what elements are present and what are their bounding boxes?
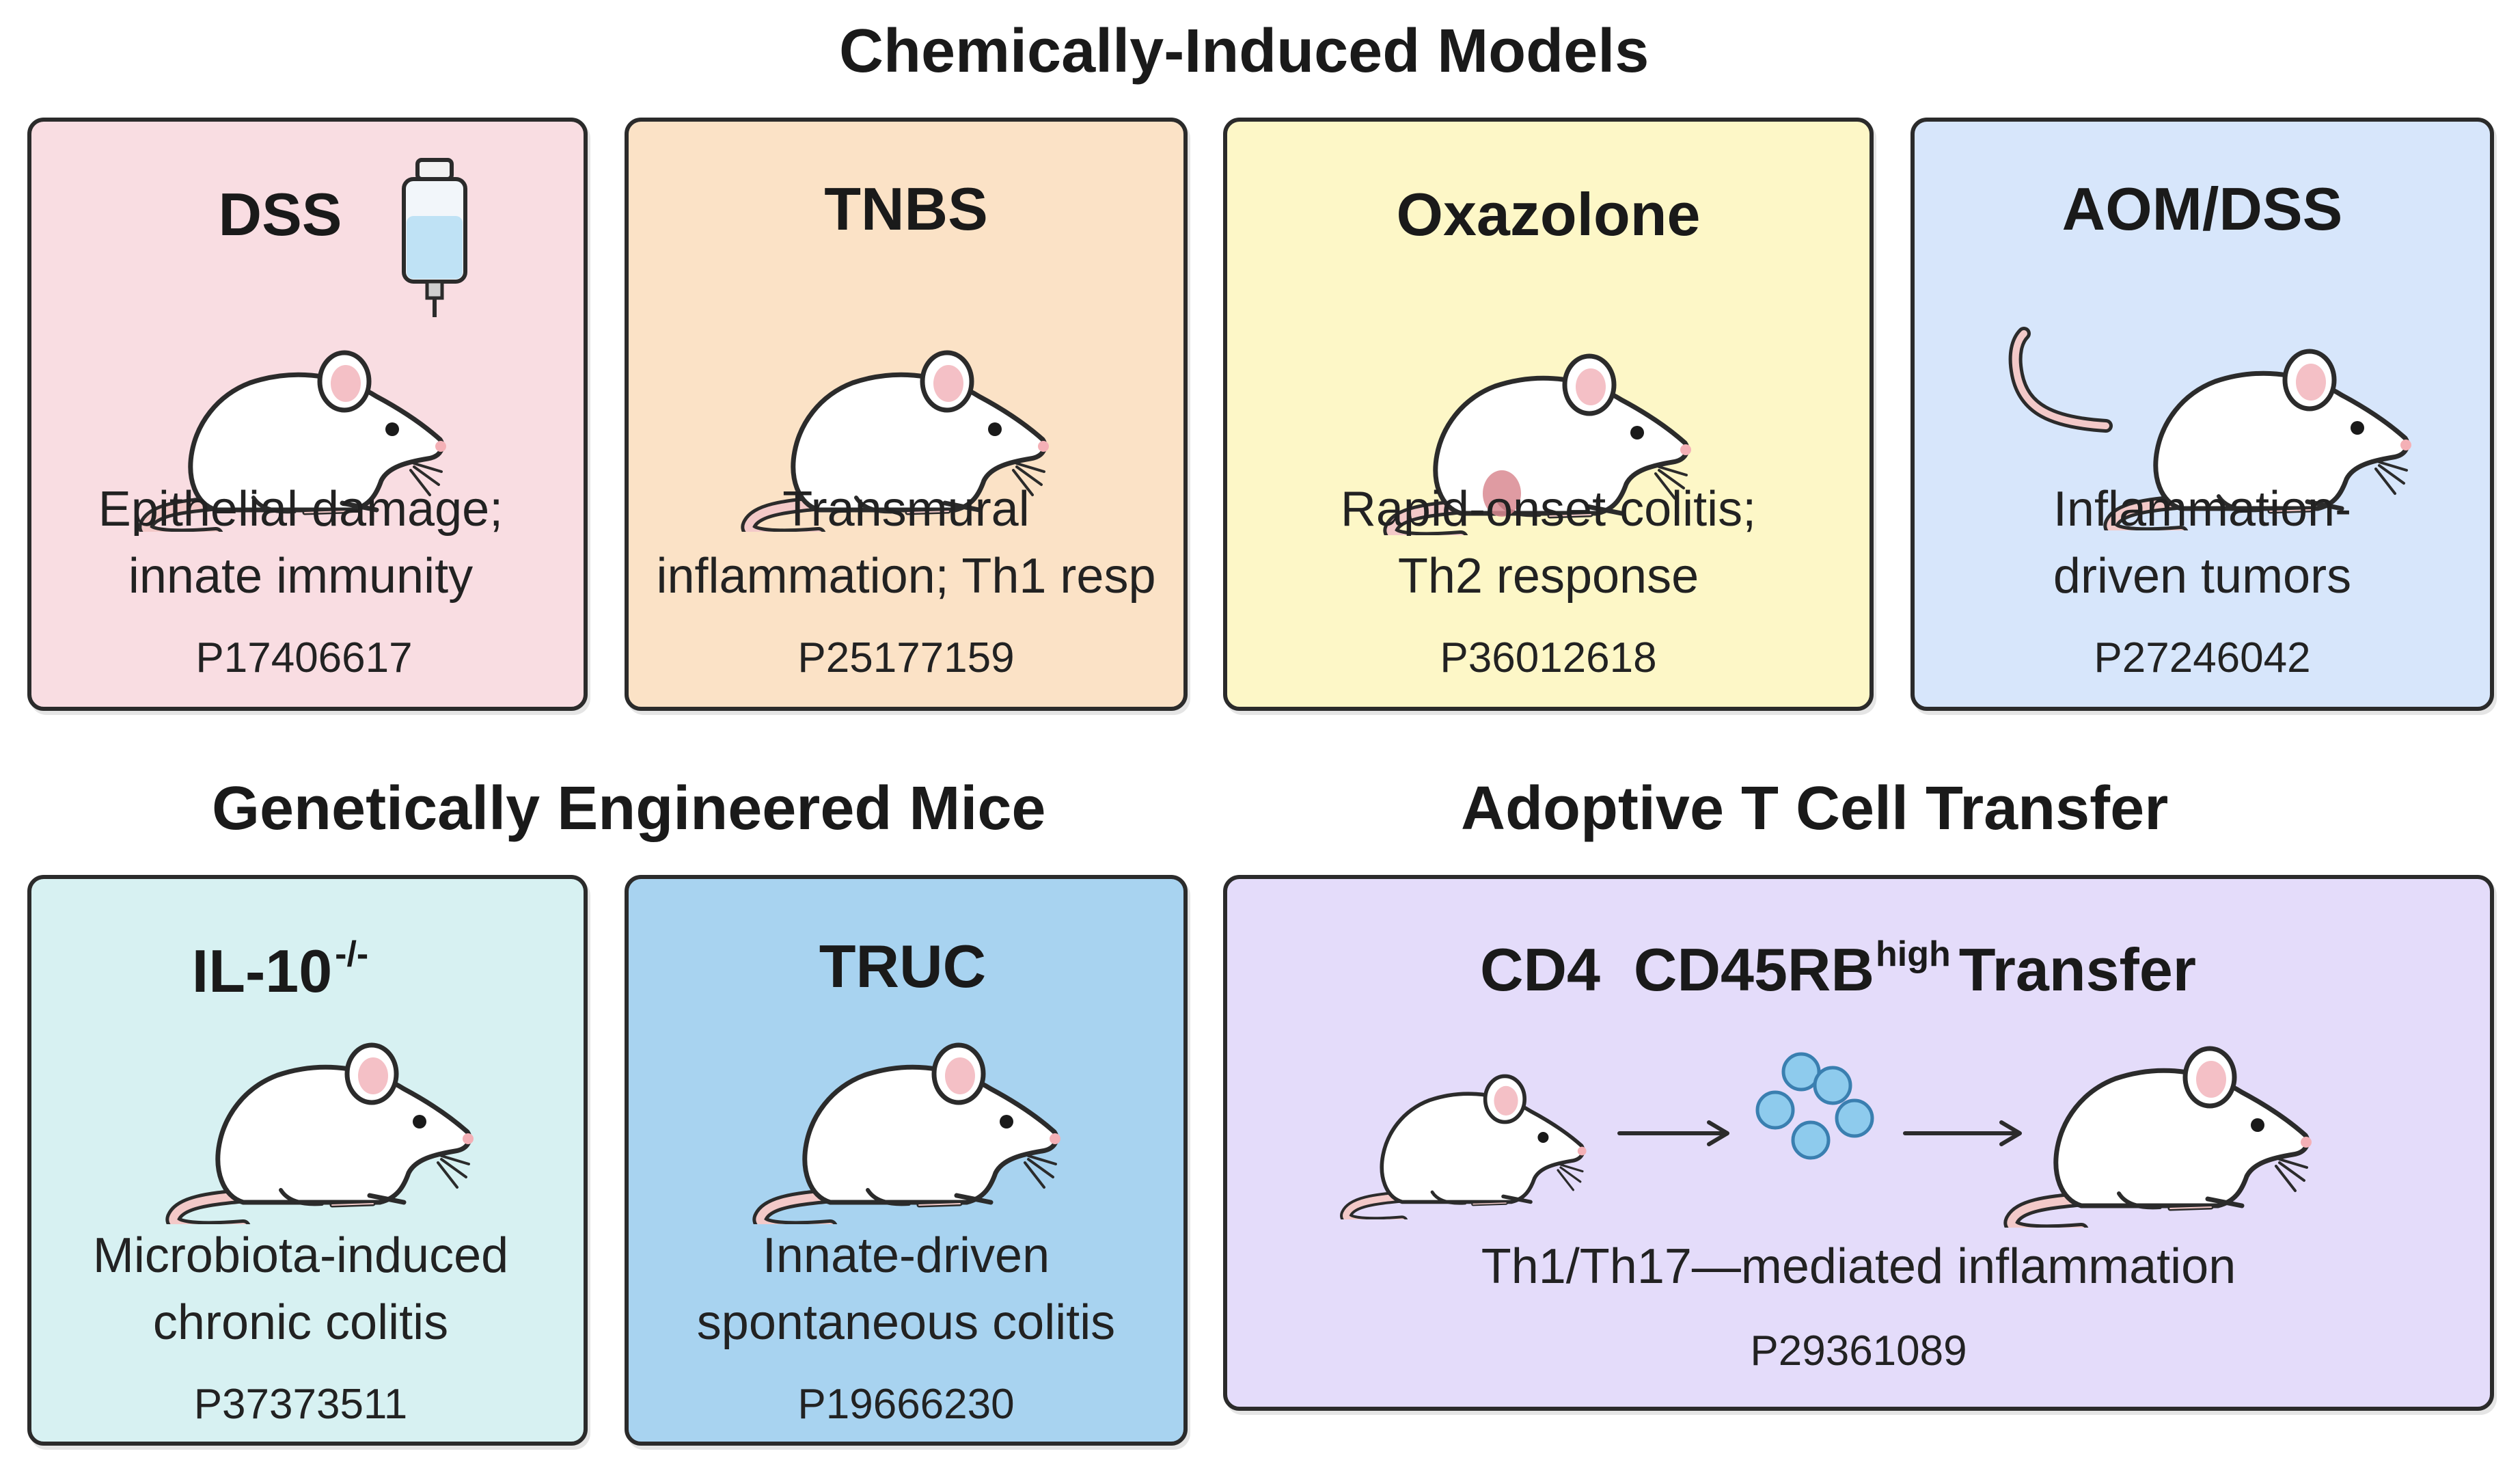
mouse-icon xyxy=(748,1019,1069,1224)
card-pmid: P17406617 xyxy=(195,634,413,681)
donor-mouse-icon xyxy=(1337,1055,1593,1219)
section-title-chemical: Chemically-Induced Models xyxy=(839,17,1649,85)
card-pmid: P19666230 xyxy=(797,1381,1015,1428)
card-description: Inflammation-driven tumors xyxy=(2053,482,2352,604)
card-description: Epithelial damage;innate immunity xyxy=(98,482,504,604)
card-pmid: P25177159 xyxy=(797,634,1015,681)
card-title: Oxazolone xyxy=(1396,180,1701,248)
card-pmid: P27246042 xyxy=(2094,634,2311,681)
card-title: TNBS xyxy=(824,175,988,243)
card-pmid: P36012618 xyxy=(1440,634,1657,681)
card-description: Rapid-onset colitis;Th2 response xyxy=(1340,482,1757,604)
card-title: TRUC xyxy=(819,932,987,1000)
section-title-genetic: Genetically Engineered Mice xyxy=(212,774,1046,843)
recipient-mouse-icon xyxy=(1999,1023,2320,1228)
card-description: Th1/Th17—mediated inflammation xyxy=(1481,1239,2236,1294)
skin-patch-icon xyxy=(1483,470,1521,517)
t-cells-icon xyxy=(1755,1052,1874,1160)
card-dss: DSS Epithelial damage;innate immunity P1… xyxy=(27,118,588,711)
card-pmid: P37373511 xyxy=(193,1381,408,1428)
card-pmid: P29361089 xyxy=(1750,1327,1967,1375)
card-title: AOM/DSS xyxy=(2062,175,2343,243)
arrow-right-icon xyxy=(1903,1120,2022,1146)
card-title: IL-10-/- xyxy=(191,934,369,1005)
section-title-adoptive: Adoptive T Cell Transfer xyxy=(1461,774,2169,843)
mouse-icon xyxy=(161,1019,482,1224)
card-aom-dss: AOM/DSS Inflammation-driven tumors P2724… xyxy=(1910,118,2494,711)
raised-tail-icon xyxy=(2008,327,2113,433)
card-oxazolone: Oxazolone Rapid-onset colitis;Th2 respon… xyxy=(1223,118,1874,711)
arrow-right-icon xyxy=(1617,1120,1729,1146)
card-title: DSS xyxy=(218,180,342,248)
water-bottle-icon xyxy=(402,158,467,317)
